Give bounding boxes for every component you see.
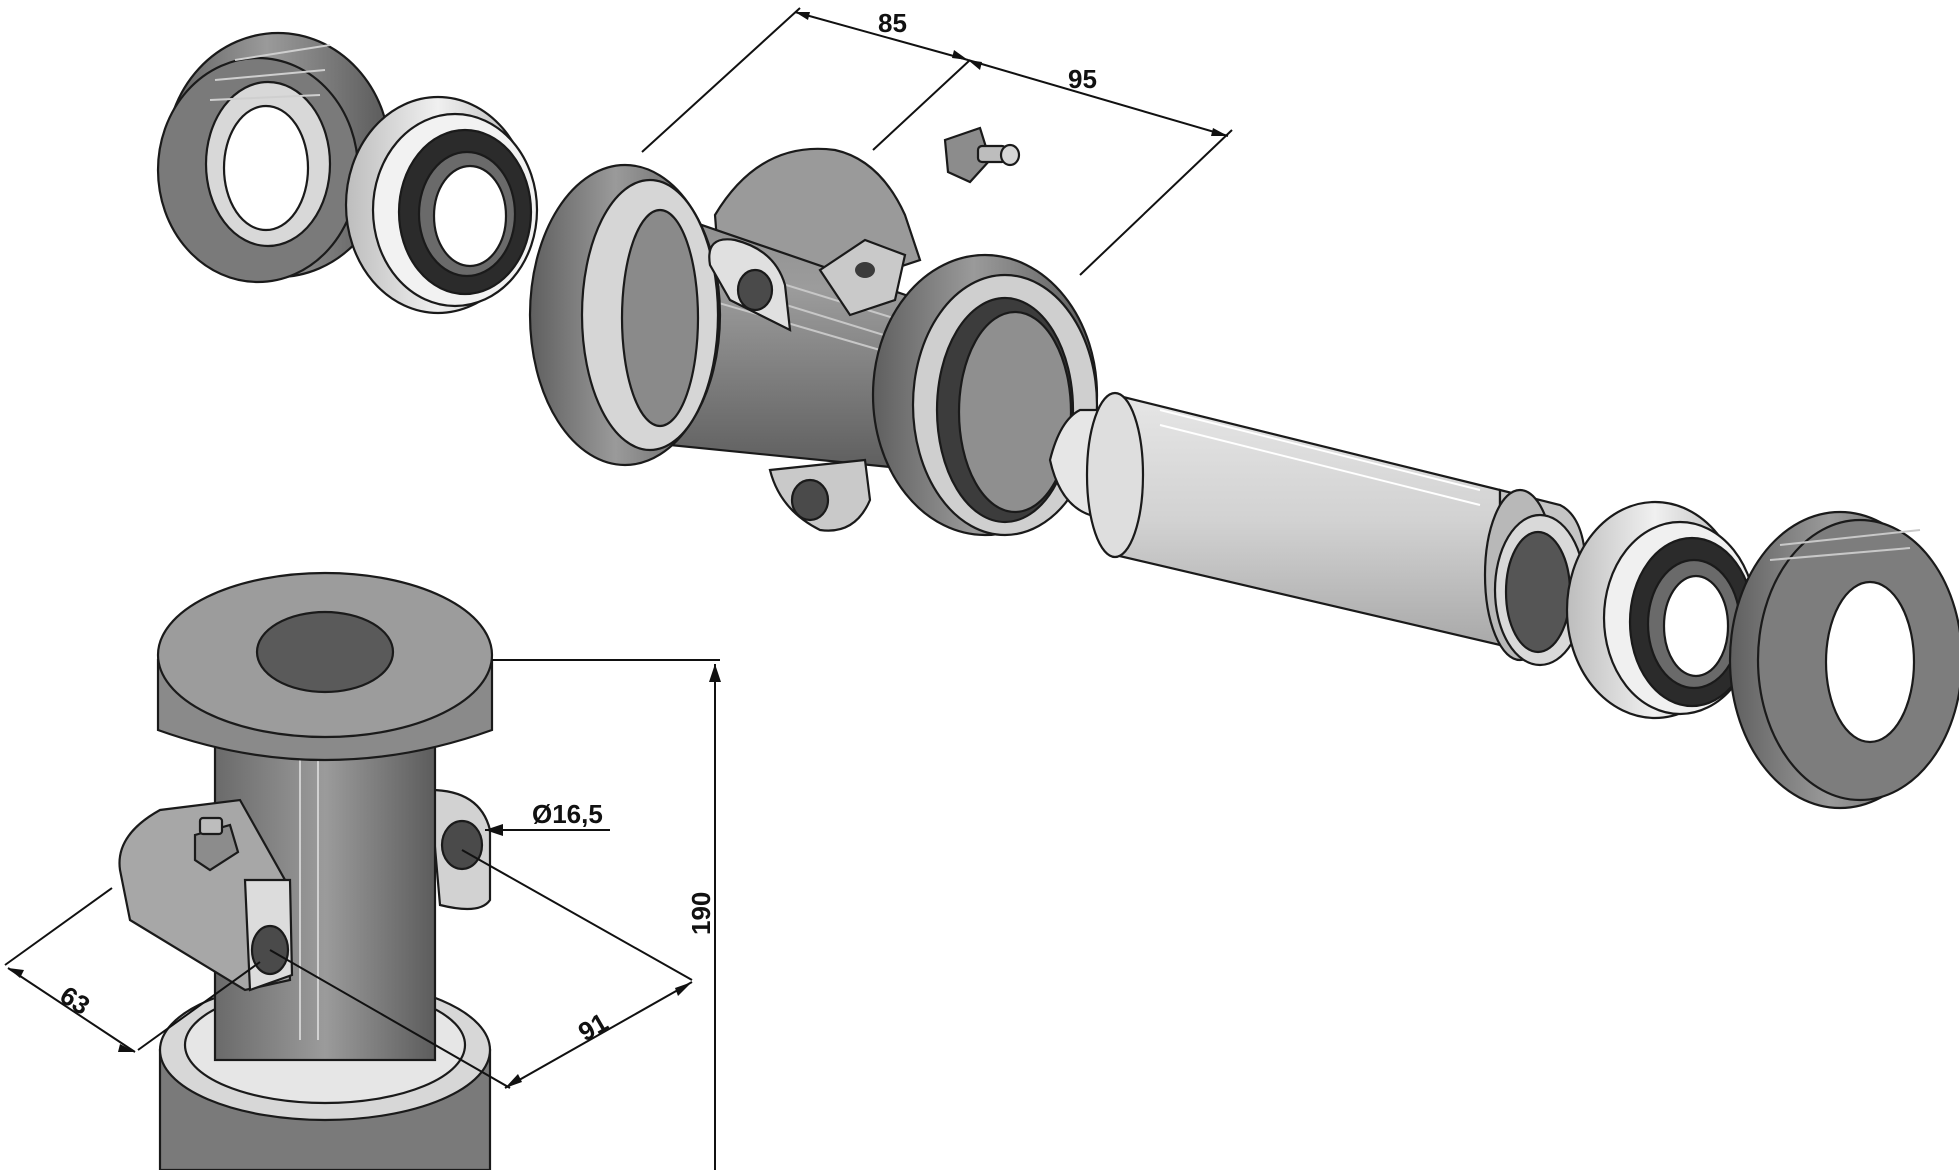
left-bearing <box>344 95 539 315</box>
dimension-hole-diameter: Ø16,5 <box>485 799 610 836</box>
assembled-housing <box>118 571 494 1170</box>
dimension-hole-label: Ø16,5 <box>532 799 603 829</box>
right-end-cap <box>1728 510 1959 810</box>
dimension-85: 85 <box>641 7 971 153</box>
dimension-95: 95 <box>967 59 1233 276</box>
bearing-housing <box>528 147 1099 537</box>
dimension-95-label: 95 <box>1068 64 1097 94</box>
grease-nipple-icon <box>943 126 1021 184</box>
shaft <box>1048 391 1587 667</box>
right-bearing <box>1565 500 1758 720</box>
dimension-63-label: 63 <box>55 980 96 1021</box>
dimension-91-label: 91 <box>573 1007 613 1047</box>
dimension-85-label: 85 <box>878 8 907 38</box>
grease-nipple-icon <box>193 816 240 872</box>
dimension-190-label: 190 <box>686 892 716 935</box>
dimension-190: 190 <box>492 659 721 1170</box>
